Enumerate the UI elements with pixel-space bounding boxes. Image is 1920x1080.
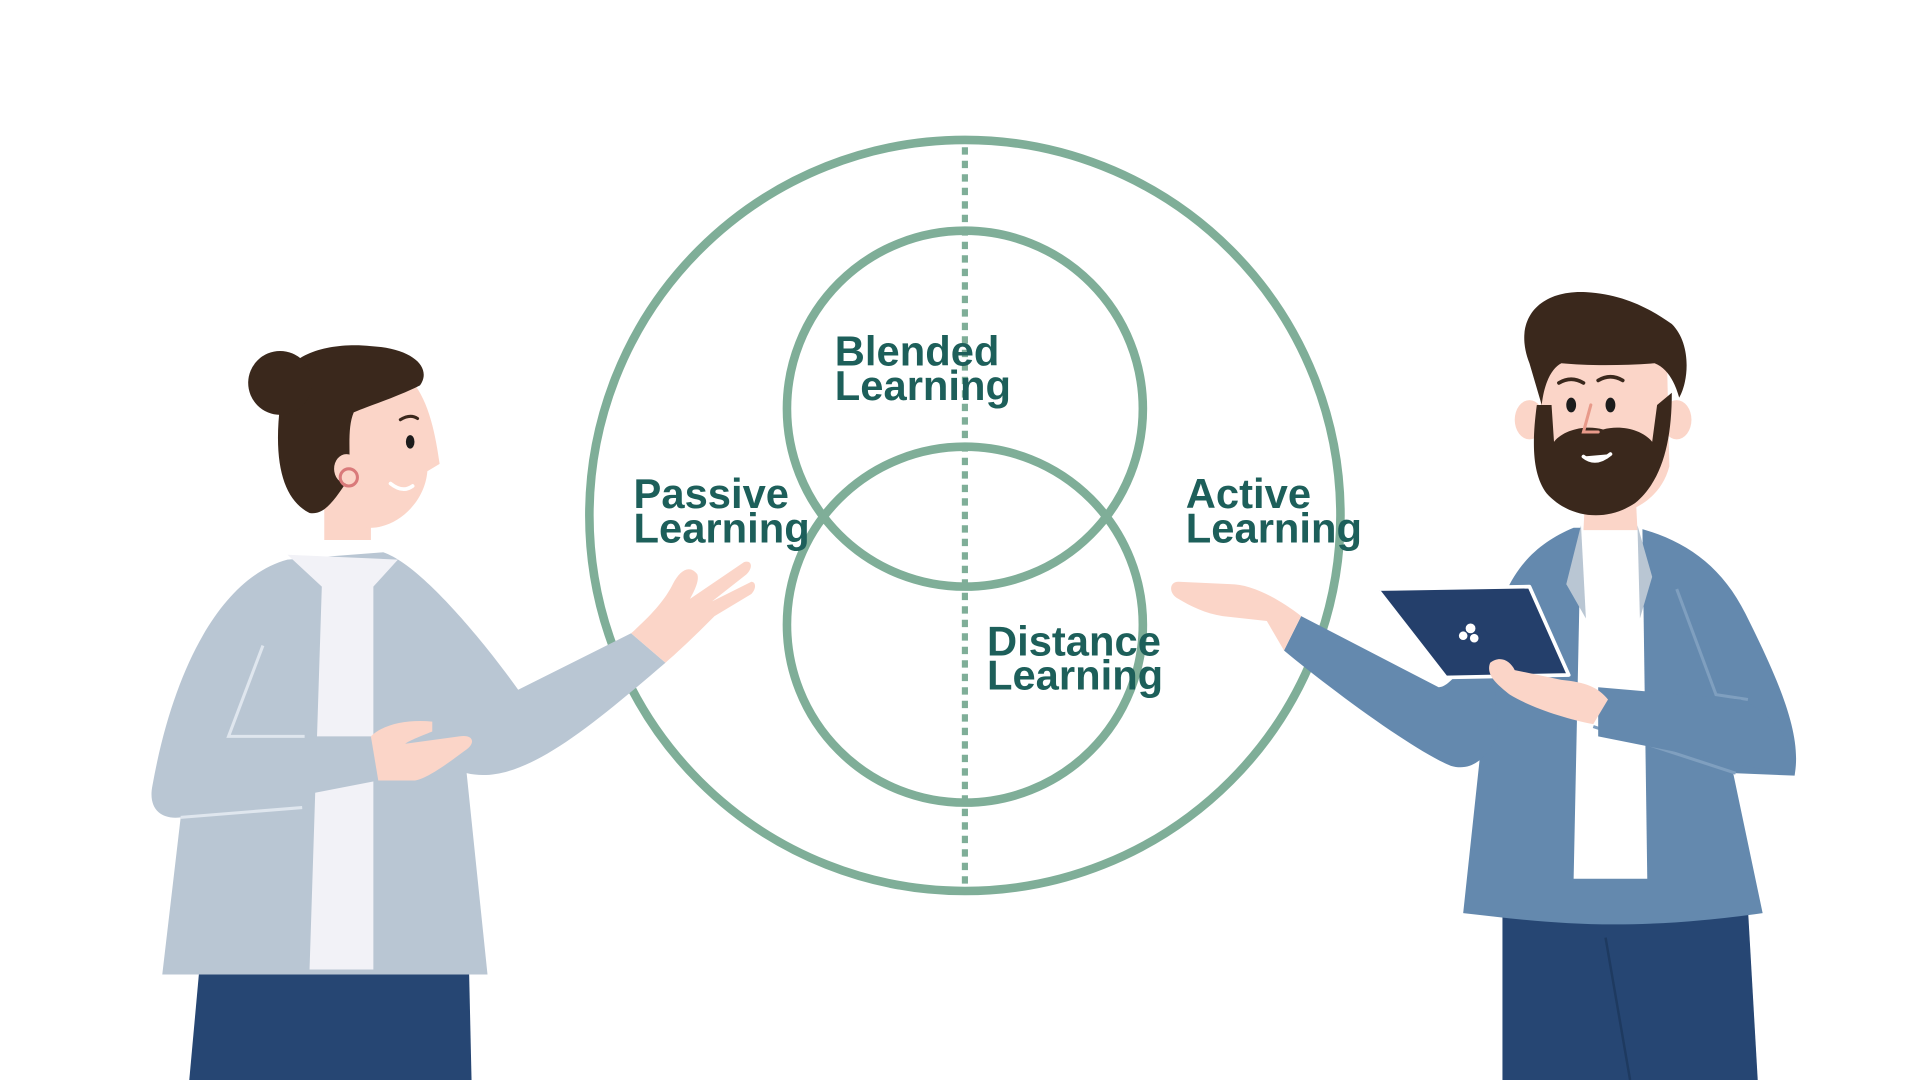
man-eye-right xyxy=(1605,397,1616,413)
label-passive-line1: Passive xyxy=(634,470,789,517)
outer-circle xyxy=(585,135,1345,896)
man-nose xyxy=(1581,403,1600,434)
label-passive-learning: Passive Learning xyxy=(634,470,810,551)
woman-raised-hand xyxy=(631,561,756,663)
label-distance-line2: Learning xyxy=(987,652,1163,699)
man-figure xyxy=(1171,291,1797,1080)
label-passive-line2: Learning xyxy=(634,504,810,551)
woman-smile xyxy=(388,481,415,491)
man-pants-seam xyxy=(1604,937,1632,1080)
label-active-line2: Learning xyxy=(1186,504,1362,551)
woman-jacket-seam-lower xyxy=(180,806,303,819)
man-lapel-left xyxy=(1566,525,1586,619)
man-pants xyxy=(1502,908,1758,1080)
man-eye-left xyxy=(1566,397,1577,413)
label-active-line1: Active xyxy=(1186,470,1311,517)
label-blended-line2: Learning xyxy=(835,362,1011,409)
tablet-logo-icon xyxy=(1458,623,1479,643)
woman-hair xyxy=(277,345,424,514)
label-blended-learning: Blended Learning xyxy=(835,328,1011,409)
man-lapel-right xyxy=(1637,525,1653,619)
woman-lower-cuff xyxy=(309,736,379,793)
man-extended-arm xyxy=(1284,616,1498,768)
label-active-learning: Active Learning xyxy=(1186,470,1362,551)
woman-eye xyxy=(405,435,415,449)
venn-diagram: Blended Learning Passive Learning Active… xyxy=(585,135,1362,896)
man-smile xyxy=(1581,452,1613,463)
man-eyebrow-left xyxy=(1557,377,1586,385)
woman-hair-bun xyxy=(248,351,312,415)
woman-figure xyxy=(151,345,756,1080)
label-distance-learning: Distance Learning xyxy=(987,617,1173,698)
label-distance-line1: Distance xyxy=(987,617,1161,664)
man-jacket-seam xyxy=(1675,588,1749,702)
woman-eyebrow xyxy=(398,414,420,422)
earring-icon xyxy=(338,467,359,488)
man-beard xyxy=(1533,392,1672,516)
man-tablet-hand xyxy=(1489,659,1608,725)
man-right-arm xyxy=(1598,687,1795,776)
label-blended-line1: Blended xyxy=(835,328,1000,375)
woman-lower-hand xyxy=(370,721,473,781)
man-eyebrow-right xyxy=(1596,374,1625,383)
woman-jacket-seam xyxy=(226,645,305,738)
woman-pants xyxy=(189,972,472,1080)
man-extended-hand xyxy=(1171,581,1302,651)
man-hair xyxy=(1524,291,1687,405)
